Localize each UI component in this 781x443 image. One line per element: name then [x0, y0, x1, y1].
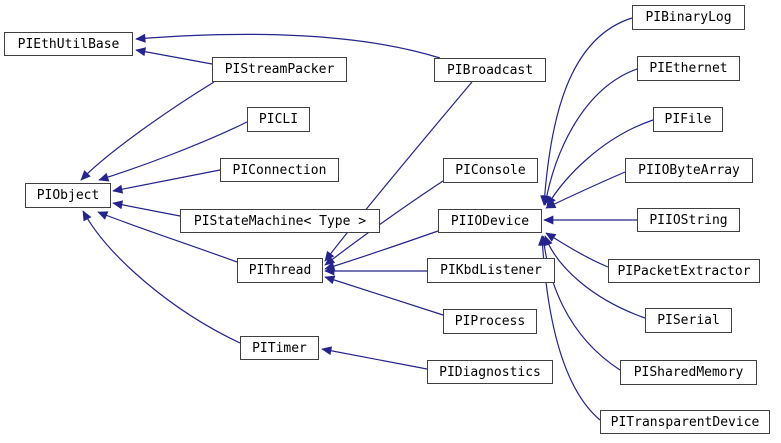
inheritance-arrow-pistreampacker-to-piethutilbase [135, 47, 213, 65]
class-label: PIFile [664, 112, 712, 127]
inheritance-arrow-pistatemachine-to-piobject [112, 200, 181, 217]
class-node-pitimer[interactable]: PITimer [240, 336, 319, 360]
class-node-pisharedmemory[interactable]: PISharedMemory [620, 360, 757, 385]
inheritance-arrow-piconsole-to-pithread [324, 180, 444, 266]
class-label: PICLI [258, 112, 299, 127]
inheritance-arrow-pibroadcast-to-piethutilbase [135, 33, 441, 59]
class-label: PIConsole [455, 163, 526, 178]
class-node-pistatemachine[interactable]: PIStateMachine< Type > [180, 209, 380, 233]
class-node-pibinarylog[interactable]: PIBinaryLog [632, 5, 745, 30]
class-node-pipacketextractor[interactable]: PIPacketExtractor [608, 259, 760, 283]
class-label: PIObject [36, 188, 100, 203]
inheritance-arrow-pitransparentdevice-to-piiodevice [538, 235, 601, 421]
class-label: PISharedMemory [633, 365, 744, 380]
class-node-piprocess[interactable]: PIProcess [443, 309, 537, 334]
class-node-piconsole[interactable]: PIConsole [443, 158, 538, 183]
inheritance-arrow-piethernet-to-piiodevice [542, 68, 638, 206]
class-label: PIStreamPacker [224, 62, 335, 77]
inheritance-arrow-pisharedmemory-to-piiodevice [539, 235, 621, 371]
inheritance-arrow-piiobytearray-to-piiodevice [545, 171, 626, 209]
class-node-piiostring[interactable]: PIIOString [637, 208, 740, 232]
class-label: PISerial [657, 313, 720, 328]
class-label: PIThread [248, 263, 312, 278]
class-node-piiodevice[interactable]: PIIODevice [438, 209, 542, 233]
class-label: PIIOByteArray [638, 163, 740, 178]
inheritance-arrow-piconnection-to-piobject [112, 169, 221, 194]
class-label: PIBroadcast [446, 62, 534, 78]
inheritance-arrow-pipacketextractor-to-piiodevice [545, 232, 609, 268]
inheritance-arrow-piserial-to-piiodevice [544, 235, 646, 319]
inheritance-arrow-piiodevice-to-pithread [324, 230, 439, 271]
class-node-piserial[interactable]: PISerial [645, 308, 732, 333]
class-node-pistreampacker[interactable]: PIStreamPacker [212, 57, 347, 82]
class-label: PIBinaryLog [645, 10, 732, 25]
class-label: PIKbdListener [440, 263, 542, 278]
class-label: PITransparentDevice [610, 414, 760, 430]
inheritance-arrow-picli-to-piobject [98, 121, 248, 182]
class-label: PITimer [252, 340, 307, 356]
class-node-pibroadcast[interactable]: PIBroadcast [434, 58, 546, 82]
class-label: PIEthUtilBase [17, 36, 120, 52]
class-node-piobject[interactable]: PIObject [25, 183, 111, 208]
class-label: PIConnection [232, 162, 327, 178]
inheritance-arrow-pibinarylog-to-piiodevice [540, 17, 633, 206]
class-node-piethutilbase[interactable]: PIEthUtilBase [4, 32, 133, 56]
class-label: PIStateMachine< Type > [193, 213, 367, 229]
class-node-piconnection[interactable]: PIConnection [220, 158, 339, 182]
inheritance-arrow-pitimer-to-piobject [82, 210, 241, 344]
inheritance-arrow-pibroadcast-to-pithread [324, 81, 473, 262]
class-node-pifile[interactable]: PIFile [653, 107, 723, 132]
class-node-piiobytearray[interactable]: PIIOByteArray [625, 158, 753, 183]
inheritance-arrow-pithread-to-piobject [97, 211, 238, 263]
class-label: PIEthernet [649, 61, 728, 76]
class-node-pithread[interactable]: PIThread [237, 258, 323, 283]
inheritance-arrow-pistreampacker-to-piobject [80, 81, 215, 181]
inheritance-arrow-pidiagnostics-to-pitimer [321, 346, 428, 370]
class-node-pikbdlistener[interactable]: PIKbdListener [427, 258, 555, 283]
class-node-pidiagnostics[interactable]: PIDiagnostics [427, 360, 553, 384]
class-node-piethernet[interactable]: PIEthernet [637, 56, 740, 81]
inheritance-arrow-piprocess-to-pithread [324, 275, 444, 316]
class-label: PIPacketExtractor [617, 263, 751, 279]
class-label: PIIODevice [450, 213, 530, 229]
class-node-pitransparentdevice[interactable]: PITransparentDevice [600, 410, 770, 434]
class-node-picli[interactable]: PICLI [247, 107, 310, 132]
class-label: PIDiagnostics [439, 364, 541, 380]
class-label: PIProcess [454, 314, 526, 329]
class-label: PIIOString [649, 212, 728, 228]
inheritance-arrow-pifile-to-piiodevice [546, 119, 654, 207]
